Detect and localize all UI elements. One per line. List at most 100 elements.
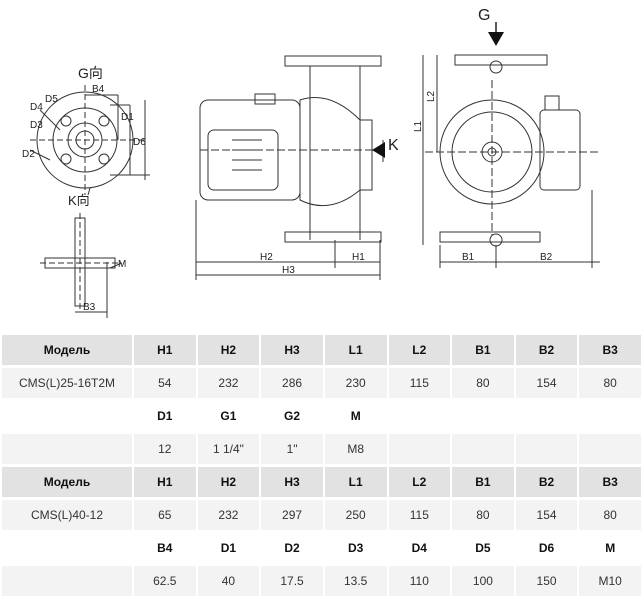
dim-b2: B2	[540, 252, 553, 263]
table-cell: 80	[452, 500, 514, 530]
table1-value-row: CMS(L)25-16T2M 54 232 286 230 115 80 154…	[2, 368, 641, 398]
table-cell: 297	[261, 500, 323, 530]
table-cell	[452, 434, 514, 464]
table-header-cell: M	[324, 401, 387, 431]
table1-header-row: Модель H1 H2 H3 L1 L2 B1 B2 B3	[2, 335, 641, 365]
table-header-cell: H2	[197, 335, 260, 365]
table-header-cell: H3	[261, 467, 323, 497]
table-cell: 40	[197, 566, 260, 596]
table-cell	[2, 434, 132, 464]
dim-d4: D4	[30, 102, 43, 113]
dim-l2: L2	[426, 90, 437, 102]
table-header-cell: D2	[261, 533, 323, 563]
table-cell: 13.5	[324, 566, 387, 596]
table-header-cell: M	[579, 533, 641, 563]
table-cell: 115	[388, 500, 451, 530]
table1-value2-row: 12 1 1/4" 1" M8	[2, 434, 641, 464]
bracket-view	[40, 213, 123, 318]
table-cell	[515, 434, 578, 464]
table-cell	[579, 434, 641, 464]
table-header-cell	[388, 401, 451, 431]
dim-d5: D5	[45, 94, 58, 105]
table-header-cell	[515, 401, 578, 431]
table-header-cell: G2	[261, 401, 323, 431]
table-cell	[388, 434, 451, 464]
table-header-cell: H3	[261, 335, 323, 365]
dim-b4: B4	[92, 84, 105, 95]
table-header-cell: D3	[324, 533, 387, 563]
table-cell: 110	[388, 566, 451, 596]
table-header-cell	[2, 533, 132, 563]
table-cell: 80	[452, 368, 514, 398]
table-cell: 80	[579, 500, 641, 530]
table-cell: 286	[261, 368, 323, 398]
side-view	[195, 55, 385, 280]
table-header-cell: H1	[134, 335, 196, 365]
table-cell: 54	[134, 368, 196, 398]
arrow-k	[372, 142, 385, 158]
table-header-cell	[452, 401, 514, 431]
dim-d6: D6	[133, 137, 146, 148]
table-cell: 80	[579, 368, 641, 398]
dim-m: M	[118, 259, 126, 270]
dim-h1: H1	[352, 252, 365, 263]
table-header-cell: H1	[134, 467, 196, 497]
table-header-cell: H2	[197, 467, 260, 497]
dim-h3: H3	[282, 265, 295, 276]
front-view	[422, 54, 600, 268]
table-cell: 150	[515, 566, 578, 596]
table-header-cell: L2	[388, 467, 451, 497]
table-cell: 12	[134, 434, 196, 464]
table-header-cell: B2	[515, 335, 578, 365]
table-header-cell: L1	[324, 467, 387, 497]
dim-b1: B1	[462, 252, 475, 263]
table-cell: 250	[324, 500, 387, 530]
table-cell: 17.5	[261, 566, 323, 596]
table-header-cell: B1	[452, 467, 514, 497]
table-header-cell: D1	[197, 533, 260, 563]
table-header-cell: Модель	[2, 467, 132, 497]
table-header-cell: B1	[452, 335, 514, 365]
table-header-cell: B3	[579, 467, 641, 497]
table2-header2-row: B4 D1 D2 D3 D4 D5 D6 M	[2, 533, 641, 563]
table-cell: 232	[197, 500, 260, 530]
table-cell: 1 1/4"	[197, 434, 260, 464]
table-cell: 232	[197, 368, 260, 398]
dim-l1: L1	[413, 120, 424, 132]
table-header-cell: Модель	[2, 335, 132, 365]
flange-view	[29, 85, 150, 196]
table-header-cell: L1	[324, 335, 387, 365]
table-cell: 1"	[261, 434, 323, 464]
table-cell: 230	[324, 368, 387, 398]
view-k-label: K向	[68, 193, 90, 208]
table-header-cell: L2	[388, 335, 451, 365]
table2-value2-row: 62.5 40 17.5 13.5 110 100 150 M10	[2, 566, 641, 596]
table-cell: M10	[579, 566, 641, 596]
table-cell: 154	[515, 368, 578, 398]
table-header-cell: D5	[452, 533, 514, 563]
table-cell: 65	[134, 500, 196, 530]
view-g-label: G向	[78, 65, 103, 81]
table-cell: M8	[324, 434, 387, 464]
dim-d2: D2	[22, 149, 35, 160]
pump-dimension-drawing: G向 K向 G K B4 D1 D6 D5 D4 D3 D2 M B3 H2 H…	[22, 7, 600, 318]
arrow-k-label: K	[388, 137, 399, 154]
table-cell: CMS(L)25-16T2M	[2, 368, 132, 398]
arrow-g	[488, 22, 504, 46]
table2-value-row: CMS(L)40-12 65 232 297 250 115 80 154 80	[2, 500, 641, 530]
table-cell: 100	[452, 566, 514, 596]
table-cell: 154	[515, 500, 578, 530]
table1-header2-row: D1 G1 G2 M	[2, 401, 641, 431]
table-header-cell: G1	[197, 401, 260, 431]
table2-header-row: Модель H1 H2 H3 L1 L2 B1 B2 B3	[2, 467, 641, 497]
table-cell: CMS(L)40-12	[2, 500, 132, 530]
table-cell	[2, 566, 132, 596]
table-header-cell: D1	[134, 401, 196, 431]
table-cell: 62.5	[134, 566, 196, 596]
table-header-cell: B2	[515, 467, 578, 497]
spec-table: Модель H1 H2 H3 L1 L2 B1 B2 B3 CMS(L)25-…	[0, 332, 643, 599]
dim-d1: D1	[121, 112, 134, 123]
dim-h2: H2	[260, 252, 273, 263]
table-header-cell: B4	[134, 533, 196, 563]
table-header-cell	[579, 401, 641, 431]
